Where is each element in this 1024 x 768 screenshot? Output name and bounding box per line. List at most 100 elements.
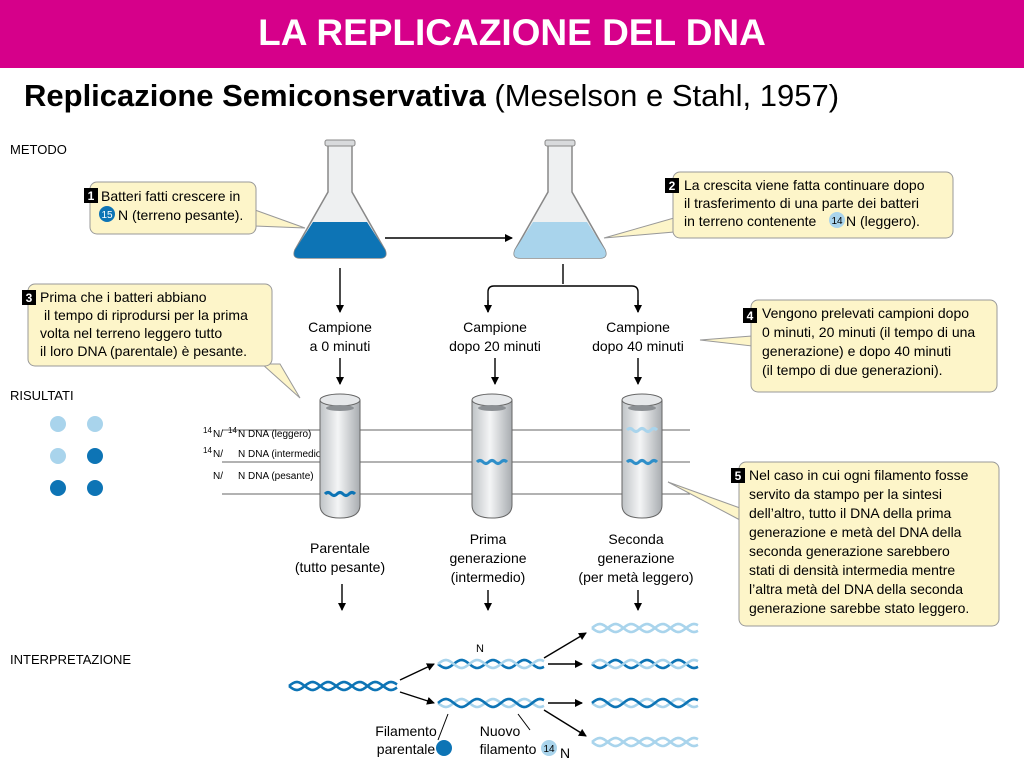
tube-second-generation [621,393,663,519]
step-2-line-3: in terreno contenente [684,213,817,229]
tube-first-generation [471,393,513,519]
step-1-line-2: N (terreno pesante). [118,207,243,223]
step-3-line-3: volta nel terreno leggero tutto [40,325,222,341]
result-first-line-2: generazione [449,550,526,566]
band-light-sup-a: 14 [203,426,212,435]
result-first-line-1: Prima [470,531,507,547]
helix-gen2-c-strand-1 [591,697,699,709]
step-5-line-1: Nel caso in cui ogni filamento fosse [749,467,969,483]
density-legend [50,416,103,496]
helix-gen2-d [591,736,699,748]
helix-gen2-c [591,697,699,709]
helix-gen2-a-strand-2 [591,622,699,634]
sample-20-line-2: dopo 20 minuti [449,338,541,354]
band-intermediate-a: N/ [213,449,223,460]
legend-intermediate-dot-b [87,448,103,464]
band-label-intermediate: 14 N/ N DNA (intermedio) [203,446,325,460]
step-5-number: 5 [735,469,742,483]
step-1-number: 1 [88,189,95,203]
step-4-line-1: Vengono prelevati campioni dopo [762,305,969,321]
band-label-light: 14 N/ 14 N DNA (leggero) [203,426,311,440]
band-label-heavy: N/ N DNA (pesante) [213,471,314,482]
step-2-line-2: il trasferimento di una parte dei batter… [684,195,919,211]
sample-40-line-1: Campione [606,319,670,335]
step-4-line-3: generazione) e dopo 40 minuti [762,343,951,359]
helix-gen1-b-strand-1 [437,697,545,709]
subtitle-bold: Replicazione Semiconservativa [24,78,486,113]
new-strand-isotope: 14 [543,744,555,755]
section-risultati: RISULTATI [10,388,74,403]
label-parental-strand-1: Filamento [375,723,437,739]
replication-diagram: METODO RISULTATI INTERPRETAZIONE 1 Batte… [10,139,1000,761]
helix-gen2-a [591,622,699,634]
title-banner [0,0,1024,68]
step-2-number: 2 [669,179,676,193]
step-5-line-8: generazione sarebbe stato leggero. [749,600,969,616]
result-second-line-1: Seconda [608,531,663,547]
result-parental-line-2: (tutto pesante) [295,559,385,575]
step-4-line-2: 0 minuti, 20 minuti (il tempo di una [762,324,975,340]
helix-gen2-b [591,658,699,670]
interpretation-n-label: N [476,643,484,655]
band-heavy-b: N DNA (pesante) [238,471,314,482]
parental-strand-dot [436,740,452,756]
helix-gen2-a-strand-1 [591,622,699,634]
flask-light [513,139,607,259]
new-strand-dot [541,740,557,756]
band-intermediate-sup-a: 14 [203,446,212,455]
legend-heavy-dot-a [50,480,66,496]
sample-40-line-2: dopo 40 minuti [592,338,684,354]
step-5-line-4: generazione e metà del DNA della [749,524,962,540]
flask-heavy [293,139,387,259]
band-light-sup-b: 14 [228,426,237,435]
step-5-line-5: seconda generazione sarebbero [749,543,950,559]
new-strand-n: N [560,745,570,761]
legend-intermediate-dot-a [50,448,66,464]
callout-step-3: 3 Prima che i batteri abbiano il tempo d… [22,283,301,399]
step-2-line-4: N (leggero). [846,213,920,229]
helix-gen1-a-strand-1 [437,658,545,670]
label-parental-strand-2: parentale [377,741,436,757]
interpretation-helices [288,622,699,748]
callout-step-1: 1 Batteri fatti crescere in 15 N (terren… [84,181,306,235]
band-light-b: N DNA (leggero) [238,429,311,440]
step-3-line-1: Prima che i batteri abbiano [40,289,207,305]
result-first-line-3: (intermedio) [451,569,526,585]
page-title: LA REPLICAZIONE DEL DNA [258,12,766,53]
helix-parental [288,680,398,692]
helix-parental-strand-2 [288,680,398,692]
helix-gen2-d-strand-2 [591,736,699,748]
helix-gen1-a [437,658,545,670]
step-2-isotope: 14 [831,216,843,227]
step-5-line-6: stati di densità intermedia mentre [749,562,955,578]
step-4-number: 4 [747,309,754,323]
sample-20-line-1: Campione [463,319,527,335]
helix-gen2-c-strand-2 [591,697,699,709]
sample-0-line-1: Campione [308,319,372,335]
step-2-line-1: La crescita viene fatta continuare dopo [684,177,925,193]
helix-gen1-a-strand-2 [437,658,545,670]
band-heavy-a: N/ [213,471,223,482]
step-1-line-1: Batteri fatti crescere in [101,188,240,204]
band-light-a: N/ [213,429,223,440]
tube-parental [319,393,361,519]
section-metodo: METODO [10,142,67,157]
step-4-line-4: (il tempo di due generazioni). [762,362,943,378]
step-3-number: 3 [26,291,33,305]
helix-gen1-b-strand-2 [437,697,545,709]
step-5-line-2: servito da stampo per la sintesi [749,486,942,502]
callout-step-4: 4 Vengono prelevati campioni dopo 0 minu… [699,299,998,393]
label-new-strand-1: Nuovo [480,723,521,739]
helix-gen1-b [437,697,545,709]
helix-gen2-b-strand-2 [591,658,699,670]
helix-gen2-d-strand-1 [591,736,699,748]
page-subtitle: Replicazione Semiconservativa (Meselson … [24,78,839,114]
label-new-strand-2: filamento [480,741,537,757]
step-3-line-4: il loro DNA (parentale) è pesante. [40,343,247,359]
step-1-isotope: 15 [101,210,113,221]
sample-0-line-2: a 0 minuti [310,338,371,354]
step-5-line-3: dell’altro, tutto il DNA della prima [749,505,952,521]
legend-heavy-dot-b [87,480,103,496]
section-interpretazione: INTERPRETAZIONE [10,652,131,667]
step-5-line-7: l’altra metà del DNA della seconda [749,581,963,597]
